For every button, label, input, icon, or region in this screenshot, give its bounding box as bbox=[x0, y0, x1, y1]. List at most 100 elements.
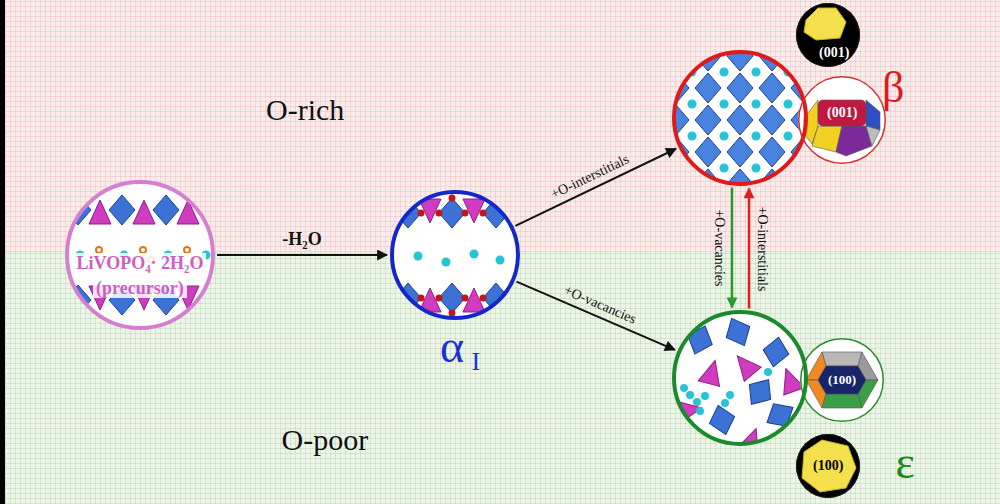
region-label: O-poor bbox=[282, 423, 369, 458]
illustration-part bbox=[688, 132, 697, 141]
illustration-part bbox=[695, 105, 721, 135]
illustration-part bbox=[439, 283, 465, 313]
beta-phase-circle: β bbox=[672, 50, 808, 186]
circle-border bbox=[801, 339, 884, 422]
epsilon-disc bbox=[672, 310, 808, 446]
illustration-part bbox=[720, 313, 756, 351]
illustration-part bbox=[405, 310, 412, 317]
illustration-part bbox=[480, 210, 487, 217]
reaction-arrow bbox=[515, 149, 676, 226]
circle-border bbox=[67, 182, 213, 328]
illustration-part bbox=[395, 198, 509, 313]
illustration-part bbox=[462, 295, 469, 302]
illustration-part bbox=[663, 169, 689, 199]
illustration-part bbox=[727, 41, 753, 71]
arrow-label: -H₂O bbox=[282, 229, 321, 250]
illustration-part bbox=[706, 402, 739, 438]
precursor-circle: LiVOPO₄· 2H₂O(precursor) bbox=[65, 180, 215, 330]
illustration-part bbox=[836, 126, 872, 156]
crystal-disc bbox=[796, 434, 860, 498]
illustration-part bbox=[696, 407, 704, 415]
illustration-part bbox=[506, 295, 513, 302]
illustration-part bbox=[133, 200, 155, 224]
node-text: (001) bbox=[827, 105, 857, 121]
node-text: α bbox=[440, 321, 464, 374]
illustration-part bbox=[726, 391, 734, 399]
illustration-part bbox=[462, 210, 469, 217]
circle-border bbox=[674, 312, 806, 444]
circle-border bbox=[797, 4, 860, 67]
alpha-disc bbox=[390, 190, 520, 320]
illustration-part bbox=[695, 137, 721, 167]
illustration-part bbox=[784, 132, 793, 141]
polyhedron-disc bbox=[800, 338, 884, 422]
illustration-part bbox=[177, 200, 199, 224]
arrow-label: +O-interstitials bbox=[549, 151, 632, 202]
illustration-part bbox=[405, 195, 412, 202]
illustration-part bbox=[752, 68, 761, 77]
illustration-part bbox=[65, 285, 91, 315]
reaction-arrow bbox=[517, 282, 675, 350]
node-text: I bbox=[472, 347, 481, 377]
facet-circle: (100) bbox=[796, 434, 860, 498]
illustration-part bbox=[752, 132, 761, 141]
illustration-part bbox=[197, 195, 223, 225]
crystal-shape bbox=[802, 440, 856, 492]
illustration-part bbox=[720, 100, 729, 109]
reaction-arrow bbox=[731, 188, 734, 308]
illustration-part bbox=[720, 68, 729, 77]
polyhedron-disc bbox=[798, 76, 886, 164]
facet-circle: (100) bbox=[800, 338, 884, 422]
illustration-part bbox=[698, 358, 725, 387]
illustration-part bbox=[822, 352, 862, 366]
illustration-part bbox=[695, 73, 721, 103]
illustration-part bbox=[764, 368, 772, 376]
illustration-part bbox=[683, 313, 800, 438]
illustration-part bbox=[759, 137, 785, 167]
reaction-arrow bbox=[748, 188, 751, 308]
illustration-part bbox=[686, 391, 694, 399]
illustration-part bbox=[449, 195, 456, 202]
illustration-part bbox=[752, 164, 761, 173]
circle-outline bbox=[390, 190, 520, 320]
illustration-part bbox=[449, 310, 456, 317]
illustration-part bbox=[688, 100, 697, 109]
arrow-label: +O-vacancies bbox=[711, 209, 727, 286]
circle-outline bbox=[672, 50, 808, 186]
illustration-part bbox=[153, 195, 179, 225]
illustration-part bbox=[752, 100, 761, 109]
illustration-part bbox=[414, 250, 505, 267]
illustration-part bbox=[442, 258, 451, 267]
illustration-part bbox=[680, 368, 772, 415]
illustration-part bbox=[759, 73, 785, 103]
illustration-part bbox=[701, 392, 709, 400]
illustration-part bbox=[729, 349, 761, 382]
illustration-part bbox=[436, 210, 443, 217]
illustration-part bbox=[418, 295, 425, 302]
facet-circle: (001) bbox=[798, 76, 886, 164]
alpha-phase-circle: αI bbox=[390, 190, 520, 320]
arrow-label: +O-interstitials bbox=[754, 206, 770, 291]
node-text: (100) bbox=[813, 458, 843, 474]
circle-outline bbox=[672, 310, 808, 446]
illustration-part bbox=[680, 384, 688, 392]
illustration-part bbox=[720, 132, 729, 141]
node-text: β bbox=[882, 63, 904, 114]
illustration-part bbox=[818, 100, 866, 126]
arrow-label: +O-vacancies bbox=[562, 282, 639, 327]
node-text: (precursor) bbox=[93, 278, 187, 299]
epsilon-phase-circle: ε bbox=[672, 310, 808, 446]
illustration-part bbox=[866, 100, 880, 130]
reaction-arrow bbox=[217, 254, 387, 256]
node-text: (100) bbox=[828, 373, 856, 388]
circle-border bbox=[799, 77, 886, 164]
illustration-part bbox=[721, 399, 729, 407]
illustration-part bbox=[419, 199, 485, 312]
beta-structure bbox=[663, 41, 817, 199]
circle-border bbox=[797, 435, 860, 498]
illustration-part bbox=[818, 366, 866, 394]
